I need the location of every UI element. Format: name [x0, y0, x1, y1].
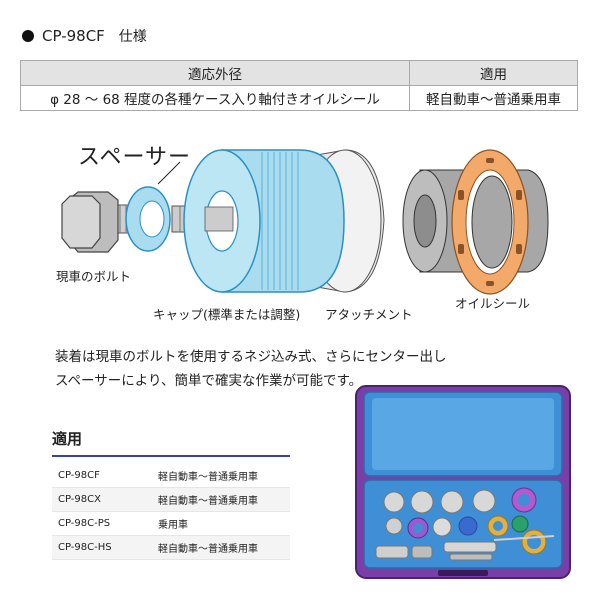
tool-case-photo: [355, 385, 571, 579]
spacer-label: スペーサー: [78, 145, 192, 170]
application-model: CP-98C-PS: [58, 518, 111, 529]
description-text: 装着は現車のボルトを使用するネジ込み式、さらにセンター出し スペーサーにより、簡…: [55, 345, 447, 393]
spec-header-row: 適応外径 適用: [20, 60, 578, 86]
table-row: CP-98C-PS 乗用車: [52, 512, 290, 536]
table-row: CP-98CF 軽自動車～普通乗用車: [52, 464, 290, 488]
application-model: CP-98CX: [58, 494, 101, 505]
model-name: CP-98CF: [42, 27, 105, 45]
description-line-1: 装着は現車のボルトを使用するネジ込み式、さらにセンター出し: [55, 349, 447, 365]
table-row: CP-98CX 軽自動車～普通乗用車: [52, 488, 290, 512]
table-row: CP-98C-HS 軽自動車～普通乗用車: [52, 536, 290, 560]
cap-illustration: [183, 149, 345, 293]
application-use: 軽自動車～普通乗用車: [158, 472, 258, 483]
application-use: 軽自動車～普通乗用車: [158, 544, 258, 555]
description-line-2: スペーサーにより、簡単で確実な作業が可能です。: [55, 373, 363, 389]
exploded-diagram: [61, 149, 549, 295]
application-model: CP-98CF: [58, 470, 100, 481]
oil-seal-label: オイルシール: [455, 296, 531, 311]
spacer-illustration: [125, 186, 171, 252]
spec-header-diameter: 適応外径: [20, 60, 410, 86]
spec-table: 適応外径 適用 φ 28 ～ 68 程度の各種ケース入り軸付きオイルシール 軽自…: [20, 60, 578, 111]
attachment-label: アタッチメント: [325, 307, 413, 322]
bullet-dot-icon: [22, 30, 34, 42]
spec-data-row: φ 28 ～ 68 程度の各種ケース入り軸付きオイルシール 軽自動車～普通乗用車: [20, 85, 578, 111]
spec-header-application: 適用: [409, 60, 578, 86]
application-table: CP-98CF 軽自動車～普通乗用車 CP-98CX 軽自動車～普通乗用車 CP…: [52, 464, 290, 560]
oil-seal-illustration: [451, 149, 529, 295]
spacer-leader-line: [157, 161, 181, 185]
application-use: 軽自動車～普通乗用車: [158, 496, 258, 507]
case-parts: [375, 487, 555, 561]
cap-label: キャップ(標準または調整): [153, 307, 301, 322]
application-divider: [52, 455, 290, 457]
bolt-label: 現車のボルト: [56, 269, 132, 284]
application-model: CP-98C-HS: [58, 542, 112, 553]
spec-cell-diameter: φ 28 ～ 68 程度の各種ケース入り軸付きオイルシール: [20, 85, 410, 111]
spec-cell-application: 軽自動車～普通乗用車: [409, 85, 578, 111]
page-heading: CP-98CF 仕様: [22, 26, 147, 46]
application-title: 適用: [52, 430, 83, 448]
heading-suffix: 仕様: [118, 29, 147, 45]
application-use: 乗用車: [158, 520, 188, 531]
